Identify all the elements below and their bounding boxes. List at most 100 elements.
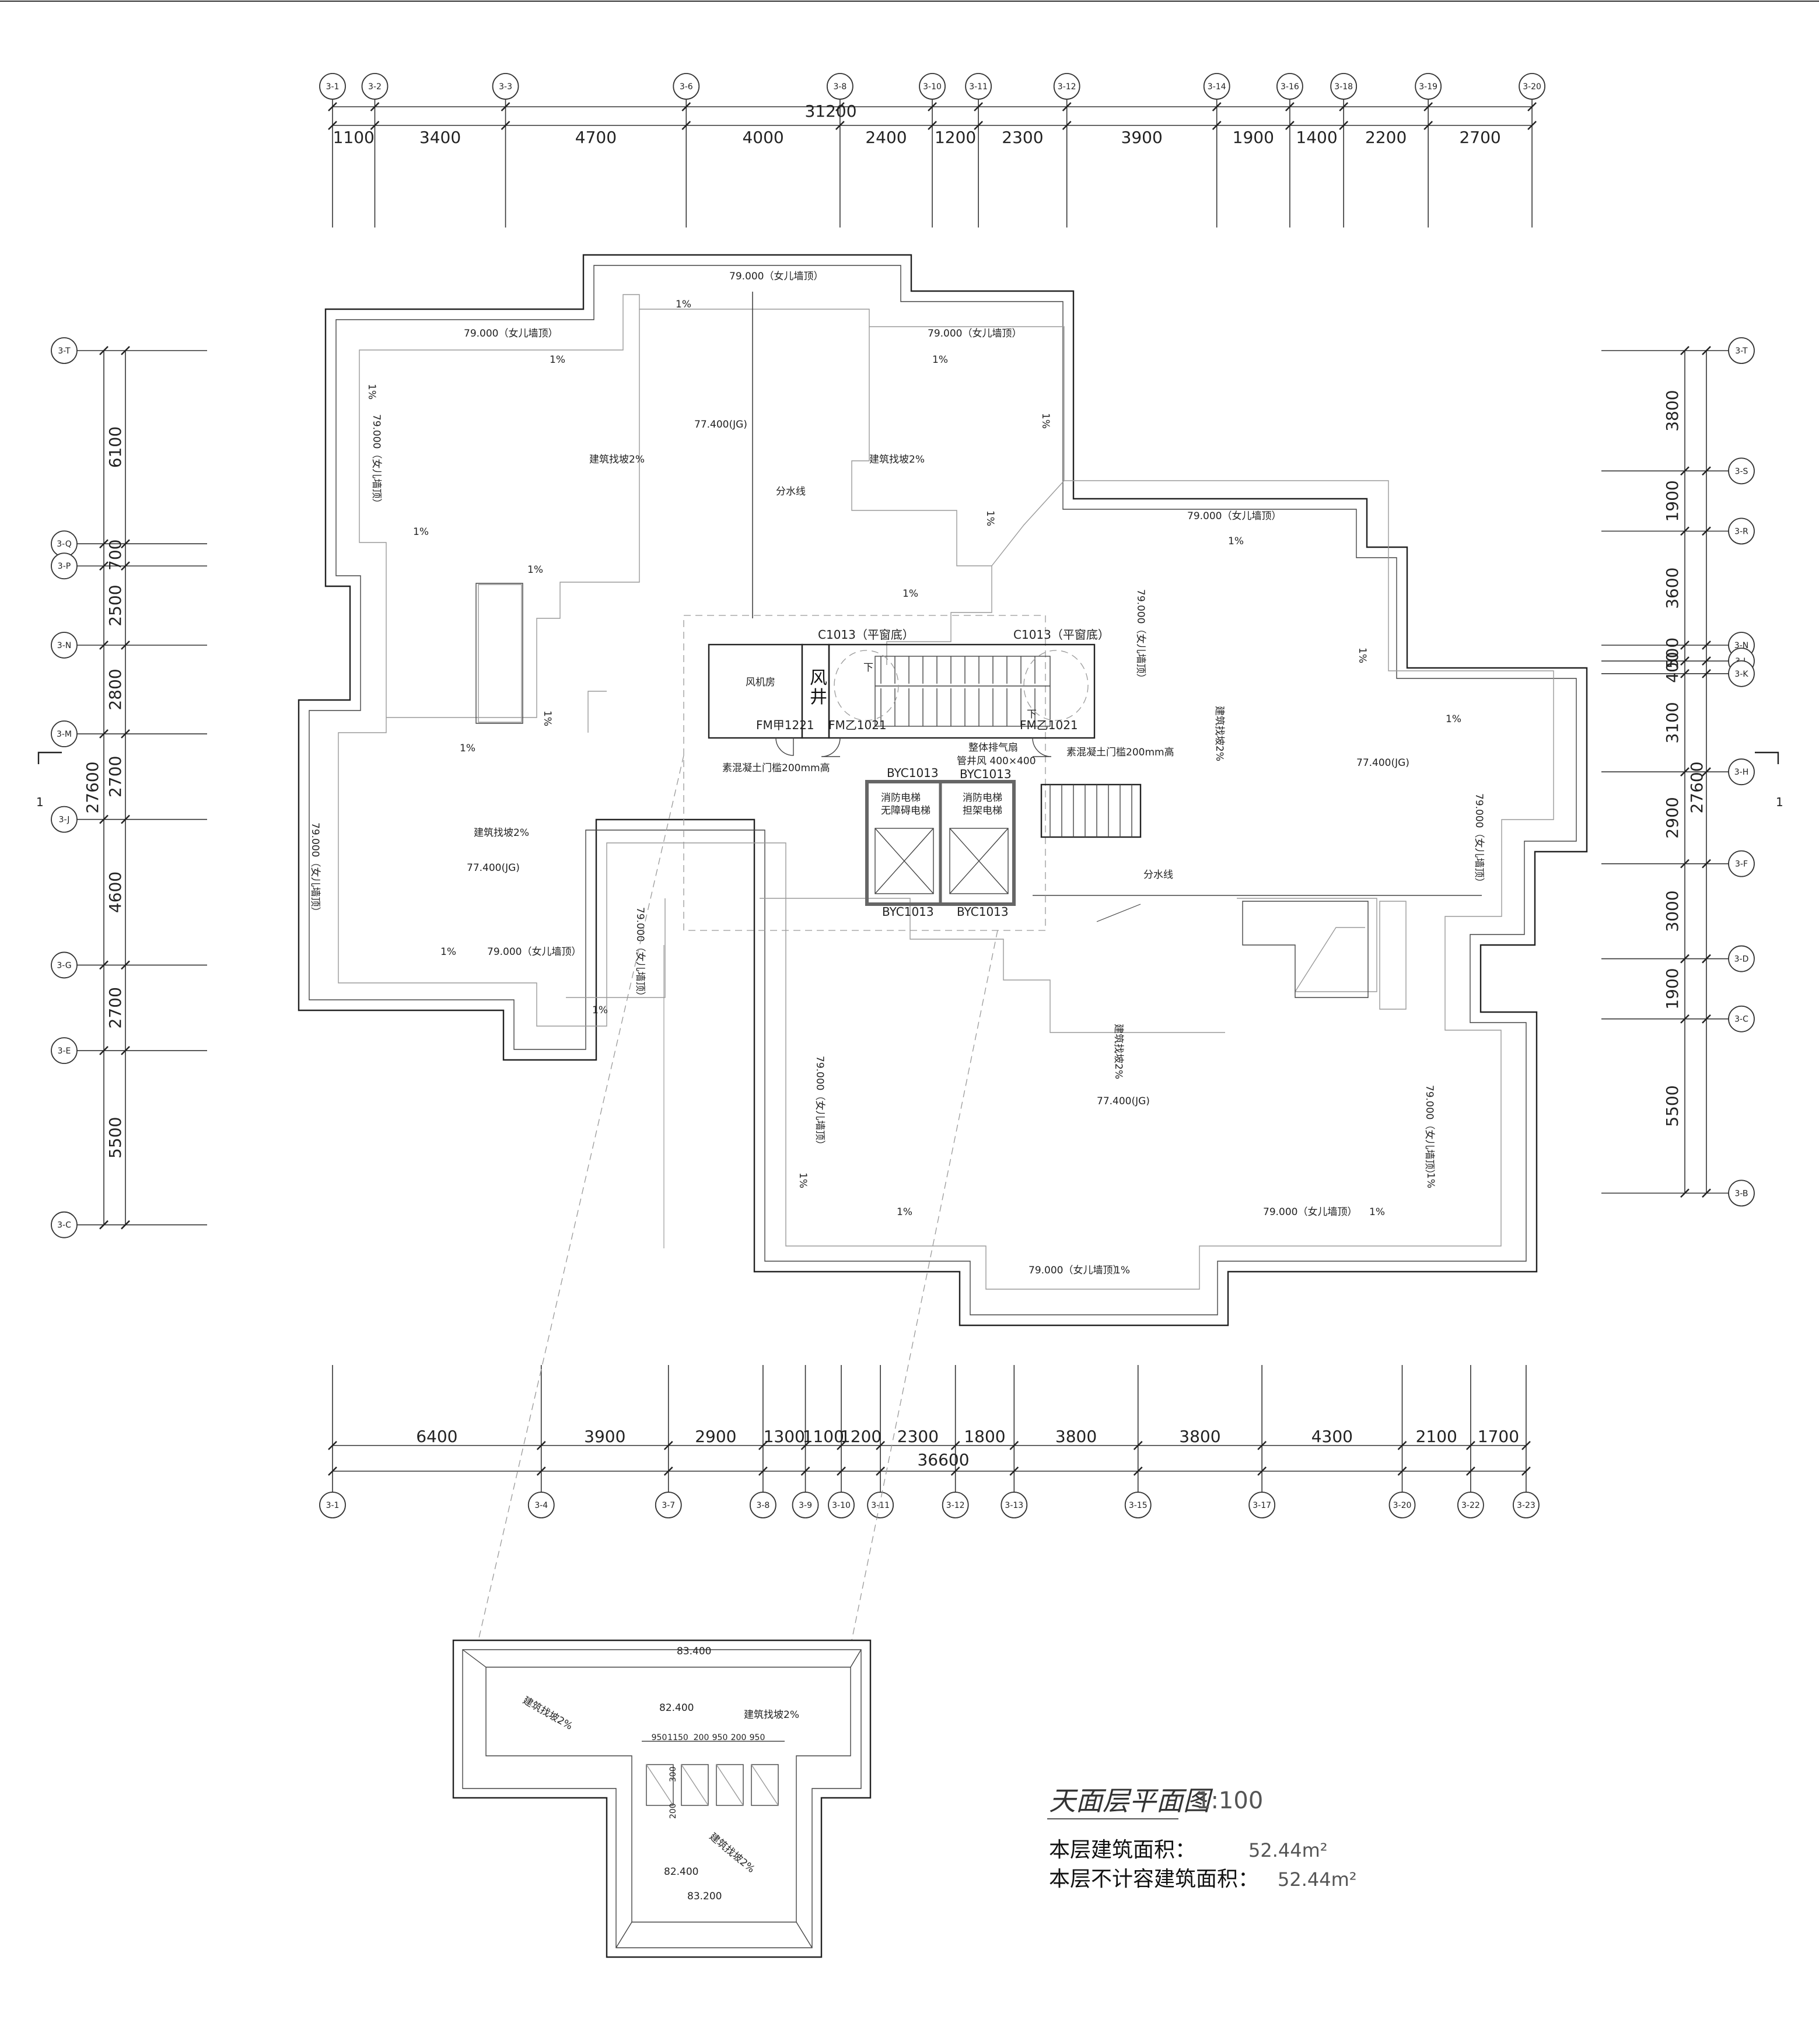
svg-text:3-T: 3-T: [1735, 346, 1748, 356]
bottom-dim-label: 2100: [1416, 1427, 1457, 1446]
bottom-dim-label: 4300: [1311, 1427, 1353, 1446]
svg-text:3-1: 3-1: [326, 1501, 340, 1510]
svg-text:3-E: 3-E: [58, 1046, 71, 1056]
drawing-title: 天面层平面图: [1049, 1785, 1213, 1817]
svg-text:3-17: 3-17: [1253, 1501, 1271, 1510]
top-axis-3-1: 3-1: [319, 73, 346, 100]
right-dim-label: 5500: [1663, 1085, 1682, 1126]
svg-text:3-N: 3-N: [57, 641, 71, 650]
svg-text:3-14: 3-14: [1208, 82, 1226, 92]
bottom-axis-3-12: 3-12: [942, 1492, 969, 1518]
svg-text:3-6: 3-6: [680, 82, 693, 92]
core-area: 风机房 风 井 下 下 C1013（平窗底） C1013（平窗底） FM甲122…: [683, 615, 1174, 931]
top-dim-label: 2400: [865, 128, 907, 147]
left-dim-label: 2800: [106, 668, 125, 710]
right-dimension-chain: 3-T3-S3-R3-N3-L3-K3-H3-F3-D3-C3-B3800190…: [1601, 337, 1755, 1207]
svg-text:3-16: 3-16: [1281, 82, 1299, 92]
bottom-dim-label: 3800: [1055, 1427, 1097, 1446]
svg-text:1%: 1%: [460, 743, 475, 754]
svg-text:3-20: 3-20: [1523, 82, 1541, 92]
svg-text:3-T: 3-T: [58, 346, 71, 356]
svg-text:300: 300: [669, 1766, 678, 1782]
svg-text:建筑找坡2%: 建筑找坡2%: [521, 1695, 575, 1732]
top-axis-3-14: 3-14: [1203, 73, 1230, 100]
svg-text:消防电梯: 消防电梯: [881, 792, 921, 804]
upper-dim-label: 1150: [667, 1733, 688, 1742]
svg-text:BYC1013: BYC1013: [882, 905, 934, 919]
svg-text:3-13: 3-13: [1005, 1501, 1023, 1510]
svg-text:素混凝土门槛200mm高: 素混凝土门槛200mm高: [1066, 747, 1174, 758]
svg-text:3-D: 3-D: [1734, 955, 1749, 964]
svg-text:3-15: 3-15: [1129, 1501, 1148, 1510]
svg-text:1%: 1%: [1369, 1206, 1385, 1218]
svg-text:79.000（女儿墙顶）: 79.000（女儿墙顶）: [1423, 1085, 1435, 1179]
right-axis-3-S: 3-S: [1728, 457, 1755, 485]
svg-text:3-8: 3-8: [833, 82, 846, 92]
svg-text:82.400: 82.400: [664, 1866, 698, 1878]
svg-text:担架电梯: 担架电梯: [963, 805, 1002, 817]
svg-text:1%: 1%: [902, 588, 918, 600]
svg-text:1%: 1%: [1446, 713, 1461, 725]
svg-text:3-8: 3-8: [756, 1501, 769, 1510]
bottom-total-dimension: 36600: [917, 1450, 969, 1469]
right-dim-label: 500: [1663, 638, 1682, 668]
non-far-area-value: 52.44m²: [1278, 1868, 1357, 1891]
stepped-corner-blocks: [475, 583, 1407, 1010]
top-dim-label: 2700: [1459, 128, 1500, 147]
left-axis-3-C: 3-C: [51, 1211, 78, 1238]
svg-text:1%: 1%: [984, 510, 996, 526]
top-dim-label: 1100: [333, 128, 375, 147]
svg-text:82.400: 82.400: [659, 1702, 694, 1714]
top-axis-3-12: 3-12: [1053, 73, 1080, 100]
bottom-axis-3-17: 3-17: [1248, 1492, 1276, 1518]
svg-text:3-7: 3-7: [662, 1501, 675, 1510]
svg-text:1%: 1%: [932, 354, 948, 366]
drawing-scale: 1:100: [1196, 1787, 1263, 1814]
svg-text:3-C: 3-C: [57, 1221, 71, 1230]
svg-text:建筑找坡2%: 建筑找坡2%: [869, 454, 925, 466]
svg-text:79.000（女儿墙顶）: 79.000（女儿墙顶）: [464, 328, 558, 340]
svg-text:1%: 1%: [541, 710, 553, 726]
left-dim-label: 6100: [106, 426, 125, 468]
svg-text:管井风 400×400: 管井风 400×400: [957, 755, 1036, 767]
top-axis-3-18: 3-18: [1330, 73, 1358, 100]
upper-dim-label: 200: [731, 1733, 747, 1742]
projection-lines: [478, 755, 998, 1641]
top-axis-3-19: 3-19: [1415, 73, 1442, 100]
top-axis-3-16: 3-16: [1276, 73, 1303, 100]
svg-text:井: 井: [810, 687, 827, 708]
interior-step-lines: [386, 309, 1377, 1033]
svg-text:建筑找坡2%: 建筑找坡2%: [589, 454, 645, 466]
svg-text:1%: 1%: [366, 384, 377, 400]
right-axis-3-F: 3-F: [1728, 850, 1755, 877]
area-value: 52.44m²: [1248, 1839, 1328, 1861]
svg-text:无障碍电梯: 无障碍电梯: [881, 805, 931, 817]
upper-dim-label: 950: [750, 1733, 765, 1742]
bottom-dim-label: 2300: [897, 1427, 939, 1446]
left-axis-3-M: 3-M: [51, 720, 78, 747]
left-dim-label: 2500: [106, 584, 125, 626]
bottom-axis-3-15: 3-15: [1124, 1492, 1152, 1518]
svg-text:3-11: 3-11: [871, 1501, 890, 1510]
left-total-dimension: 27600: [83, 761, 102, 813]
svg-text:79.000（女儿墙顶）: 79.000（女儿墙顶）: [729, 271, 823, 282]
top-axis-3-2: 3-2: [361, 73, 389, 100]
svg-text:3-C: 3-C: [1734, 1015, 1748, 1024]
svg-text:1%: 1%: [676, 299, 691, 310]
right-axis-3-C: 3-C: [1728, 1005, 1755, 1032]
svg-text:建筑找坡2%: 建筑找坡2%: [1113, 1024, 1124, 1079]
bottom-dim-label: 2900: [695, 1427, 736, 1446]
stair-treads: [875, 656, 1050, 726]
top-axis-3-8: 3-8: [826, 73, 853, 100]
left-axis-3-Q: 3-Q: [51, 530, 78, 558]
svg-text:1: 1: [1776, 795, 1783, 809]
door-label-fm1021-left: FM乙1021: [828, 718, 887, 732]
right-dim-label: 1900: [1663, 480, 1682, 522]
top-dim-label: 2300: [1002, 128, 1043, 147]
left-dim-label: 700: [106, 540, 125, 570]
svg-text:3-12: 3-12: [946, 1501, 965, 1510]
svg-text:77.400(JG): 77.400(JG): [467, 862, 520, 874]
